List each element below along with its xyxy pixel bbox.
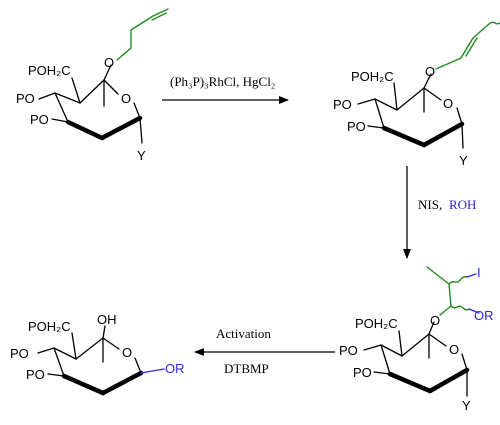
propenyl-group — [435, 21, 500, 70]
reagent-nis-label: NIS, — [418, 197, 442, 212]
molecule-propenyl-glycoside: POH₂C PO PO O O Y — [333, 21, 500, 168]
po-label: PO — [16, 91, 35, 106]
pyranose-ring — [53, 337, 144, 396]
arrow-isomerization: (Ph₃P)₃RhCl, HgCl₂ — [162, 74, 289, 104]
alkoxy-or-label: OR — [474, 308, 494, 323]
reagent-dtbmp-label: DTBMP — [224, 361, 269, 376]
pyranose-ring — [374, 87, 465, 148]
po-label: PO — [30, 112, 49, 127]
glycosidic-oxygen-label: O — [430, 313, 440, 328]
substituents — [38, 64, 143, 144]
po-label: PO — [339, 343, 358, 358]
pyranose-ring — [54, 79, 143, 141]
ring-oxygen-label: O — [121, 91, 131, 106]
po-label: PO — [347, 119, 366, 134]
poh2c-label: POH₂C — [28, 319, 71, 334]
iodo-acetal-chain — [426, 266, 480, 316]
arrow-iodonium-activation: NIS, ROH — [403, 166, 476, 259]
ring-oxygen-label: O — [122, 345, 132, 360]
glycosidic-oxygen-label: O — [425, 64, 435, 79]
poh2c-label: POH₂C — [28, 63, 71, 78]
aglycone-y-label: Y — [137, 148, 146, 163]
molecule-allyl-glycoside: POH₂C PO PO O O Y — [16, 8, 169, 163]
po-label: PO — [26, 367, 45, 382]
poh2c-label: POH₂C — [351, 69, 394, 84]
reagent-rhodium-label: (Ph₃P)₃RhCl, HgCl₂ — [170, 74, 275, 89]
molecule-glycoside-product: POH₂C PO PO O OH OR — [10, 312, 185, 396]
substituents — [357, 73, 464, 149]
po-label: PO — [10, 346, 29, 361]
reagent-activation-label: Activation — [216, 326, 271, 341]
iodine-label: I — [477, 265, 481, 280]
substituents — [37, 325, 165, 377]
arrow-glycosylation: Activation DTBMP — [194, 326, 335, 376]
product-or-label: OR — [165, 361, 185, 376]
hydroxyl-oh-label: OH — [97, 312, 117, 327]
ring-oxygen-label: O — [443, 96, 453, 111]
glycosidic-oxygen-label: O — [104, 55, 114, 70]
pyranose-ring — [380, 333, 470, 394]
molecule-mixed-acetal: POH₂C PO PO O O I OR Y — [339, 265, 494, 413]
poh2c-label: POH₂C — [355, 316, 398, 331]
po-label: PO — [333, 97, 352, 112]
aglycone-y-label: Y — [459, 153, 468, 168]
po-label: PO — [353, 365, 372, 380]
reagent-roh-label: ROH — [449, 197, 476, 212]
allyl-group — [116, 8, 169, 61]
aglycone-y-label: Y — [462, 398, 471, 413]
ring-oxygen-label: O — [449, 342, 459, 357]
substituents — [363, 321, 468, 397]
